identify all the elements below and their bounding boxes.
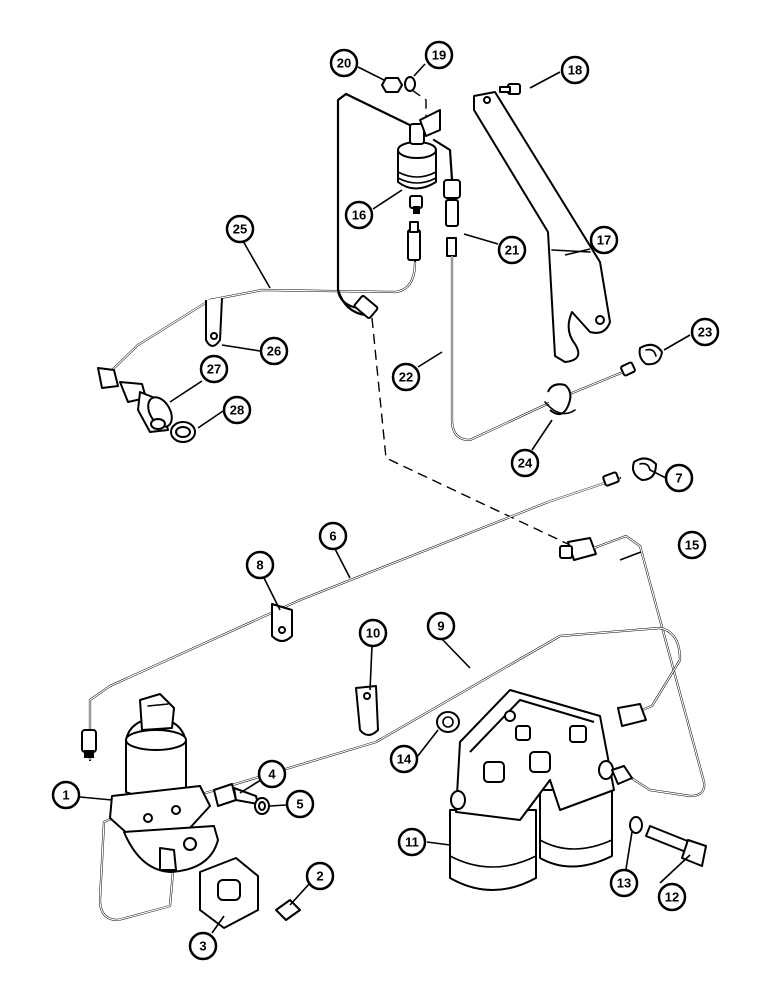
callout-23: 23 <box>690 317 720 347</box>
callout-24: 24 <box>510 448 540 478</box>
clip-26 <box>205 297 223 347</box>
callout-27: 27 <box>199 354 229 384</box>
in-line-fuel-filter-16 <box>397 109 461 214</box>
svg-text:4: 4 <box>268 767 276 782</box>
svg-text:16: 16 <box>352 208 366 223</box>
svg-text:12: 12 <box>665 890 679 905</box>
callout-7: 7 <box>664 463 694 493</box>
callout-3: 3 <box>188 931 218 961</box>
callout-20: 20 <box>329 48 359 78</box>
fuel-pipe-loop <box>336 92 422 319</box>
callout-21: 21 <box>497 235 527 265</box>
gasket-3 <box>199 857 259 929</box>
clip-10 <box>355 685 379 736</box>
callout-16: 16 <box>344 200 374 230</box>
leader-lines <box>79 63 691 934</box>
bolt-4 <box>213 783 259 807</box>
svg-text:17: 17 <box>597 233 611 248</box>
svg-text:11: 11 <box>405 835 419 850</box>
svg-text:9: 9 <box>437 619 444 634</box>
svg-text:14: 14 <box>397 752 412 767</box>
callout-22: 22 <box>391 362 421 392</box>
callout-4: 4 <box>257 759 287 789</box>
callout-26: 26 <box>259 336 289 366</box>
svg-text:25: 25 <box>233 222 247 237</box>
svg-text:19: 19 <box>432 48 446 63</box>
callout-1: 1 <box>51 780 81 810</box>
svg-text:13: 13 <box>617 876 631 891</box>
callout-6: 6 <box>318 521 348 551</box>
svg-text:27: 27 <box>207 362 221 377</box>
adaptor-21-pipe-22 <box>445 199 636 442</box>
washer-5 <box>254 797 270 815</box>
callout-9: 9 <box>426 611 456 641</box>
callout-15: 15 <box>677 530 707 560</box>
svg-text:24: 24 <box>518 456 533 471</box>
lift-pump-1 <box>109 693 219 873</box>
svg-text:20: 20 <box>337 56 351 71</box>
callout-25: 25 <box>225 214 255 244</box>
callout-17: 17 <box>589 225 619 255</box>
dashed-connection-line <box>371 317 571 546</box>
leak-off-pipe-6 <box>81 471 622 762</box>
svg-text:1: 1 <box>62 788 69 803</box>
svg-text:18: 18 <box>568 63 582 78</box>
callout-14: 14 <box>389 744 419 774</box>
svg-text:8: 8 <box>256 558 263 573</box>
svg-text:7: 7 <box>675 471 682 486</box>
callout-19: 19 <box>424 40 454 70</box>
return-pipe-loop <box>98 808 176 922</box>
svg-text:2: 2 <box>316 869 323 884</box>
svg-text:23: 23 <box>698 325 712 340</box>
seal-28 <box>170 421 196 443</box>
plug-14 <box>436 711 460 733</box>
callout-8: 8 <box>245 550 275 580</box>
svg-text:3: 3 <box>199 939 206 954</box>
svg-text:10: 10 <box>366 626 380 641</box>
fuel-filter-assembly-11 <box>449 689 633 891</box>
injector-27 <box>97 367 173 433</box>
svg-text:5: 5 <box>296 797 303 812</box>
bolt-12 <box>645 825 707 867</box>
callout-11: 11 <box>397 827 427 857</box>
clip-8 <box>271 603 293 642</box>
callout-10: 10 <box>358 618 388 648</box>
svg-text:22: 22 <box>399 370 413 385</box>
callout-12: 12 <box>657 882 687 912</box>
clip-24 <box>544 383 576 416</box>
callout-28: 28 <box>222 395 252 425</box>
washer-13 <box>629 816 643 834</box>
fuel-pipe-9 <box>180 626 682 802</box>
nut-20-washer-19 <box>381 76 427 118</box>
callout-2: 2 <box>305 861 335 891</box>
svg-text:21: 21 <box>505 243 519 258</box>
svg-text:15: 15 <box>685 538 699 553</box>
fuel-pipe-25 <box>108 92 421 374</box>
callout-18: 18 <box>560 55 590 85</box>
svg-text:6: 6 <box>329 529 336 544</box>
clip-23 <box>638 343 663 366</box>
bracket-17 <box>473 91 611 363</box>
pin-2 <box>275 899 301 921</box>
bolt-18 <box>499 83 521 95</box>
svg-text:26: 26 <box>267 344 281 359</box>
callout-13: 13 <box>609 868 639 898</box>
svg-text:28: 28 <box>230 403 244 418</box>
clip-7 <box>632 457 657 481</box>
callout-5: 5 <box>285 789 315 819</box>
